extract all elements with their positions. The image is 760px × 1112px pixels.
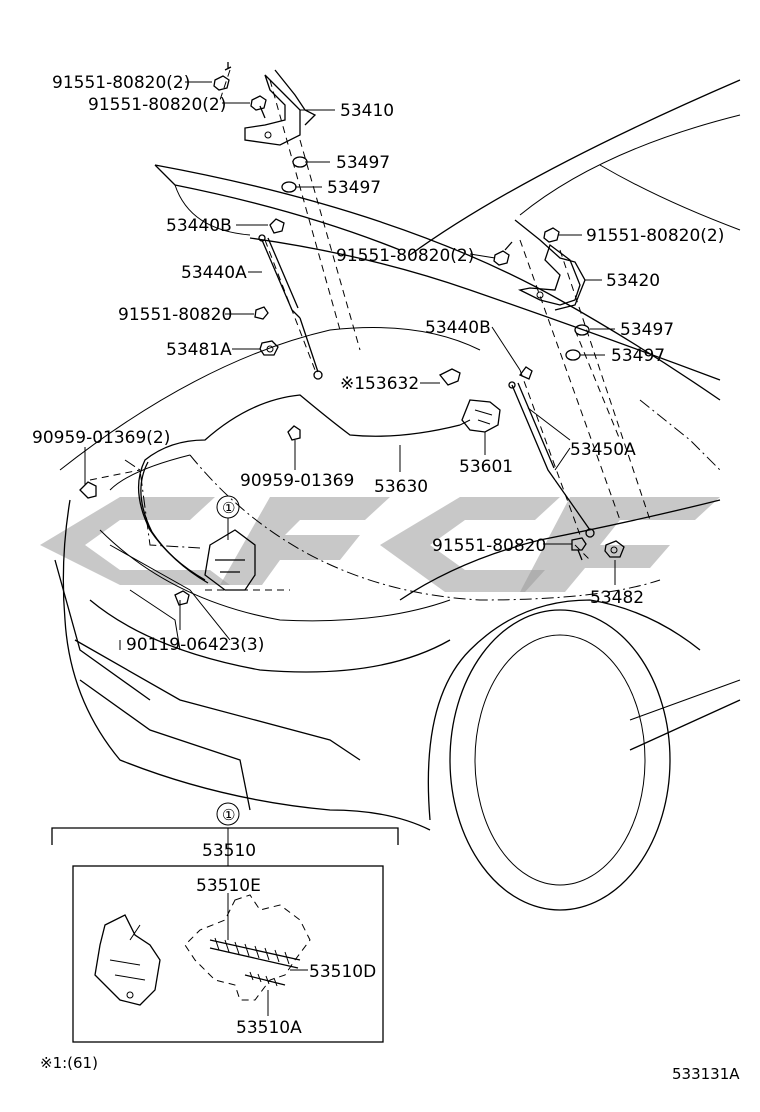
label-release-lever: 53601 [459, 457, 513, 477]
label-lock-assembly: 53510 [202, 841, 256, 861]
label-support-rh: 53450A [570, 440, 636, 460]
cable-icon [137, 368, 471, 584]
label-sub-d: 53510D [309, 962, 376, 982]
label-clip-single: 90959-01369 [240, 471, 354, 491]
label-bolt-top-b: 91551-80820(2) [88, 95, 226, 115]
label-bolt-rh-lower: 91551-80820 [432, 536, 546, 556]
label-cable: 53630 [374, 477, 428, 497]
label-hinge-rh: 53420 [606, 271, 660, 291]
hinge-icon [514, 219, 586, 311]
label-stay-bracket-upper-lh: 53440B [166, 216, 232, 236]
circle-marker [216, 495, 240, 519]
label-bolt-lh-lower: 91551-80820 [118, 305, 232, 325]
label-figure-code: 533131A [672, 1065, 740, 1083]
circle-marker [216, 802, 240, 826]
inset-frame [51, 827, 399, 1043]
label-bolt-top-a: 91551-80820(2) [52, 73, 190, 93]
label-cushion-lh-a: 53497 [336, 153, 390, 173]
gas-strut-icon [254, 218, 323, 380]
label-circle-ref-inset: ① [222, 806, 235, 824]
label-bolt-right-hinge: 91551-80820(2) [586, 226, 724, 246]
hood-outline [54, 79, 741, 911]
label-bolt-lock: 90119-06423(3) [126, 635, 264, 655]
label-bracket-lh: 53481A [166, 340, 232, 360]
label-footnote: ※1:(61) [40, 1054, 98, 1072]
clip-icon [79, 425, 301, 499]
label-bracket-rh: 53482 [590, 588, 644, 608]
bolt-icon [493, 227, 560, 266]
label-support-lh: 53440A [181, 263, 247, 283]
label-bolt-hood-center: 91551-80820(2) [336, 246, 474, 266]
label-circle-ref-main: ① [222, 499, 235, 517]
label-cushion-rh-a: 53497 [620, 320, 674, 340]
label-cushion-rh-b: 53497 [611, 346, 665, 366]
label-clamp-note: ※153632 [340, 374, 419, 394]
label-clip-pair: 90959-01369(2) [32, 428, 170, 448]
label-sub-a: 53510A [236, 1018, 302, 1038]
hinge-icon [244, 69, 317, 146]
leader-lines [84, 81, 616, 630]
gas-strut-icon [508, 366, 625, 561]
assembly-lines [89, 69, 651, 591]
hood-lock-icon [174, 529, 256, 606]
bolt-icon [213, 62, 267, 119]
release-lever-icon [461, 399, 501, 433]
label-cushion-lh-b: 53497 [327, 178, 381, 198]
label-sub-e: 53510E [196, 876, 261, 896]
labels: 91551-80820(2) 91551-80820(2) 53410 5349… [32, 73, 740, 1083]
watermark-logo [40, 497, 720, 592]
label-hinge-lh: 53410 [340, 101, 394, 121]
label-stay-bracket-upper-rh: 53440B [425, 318, 491, 338]
